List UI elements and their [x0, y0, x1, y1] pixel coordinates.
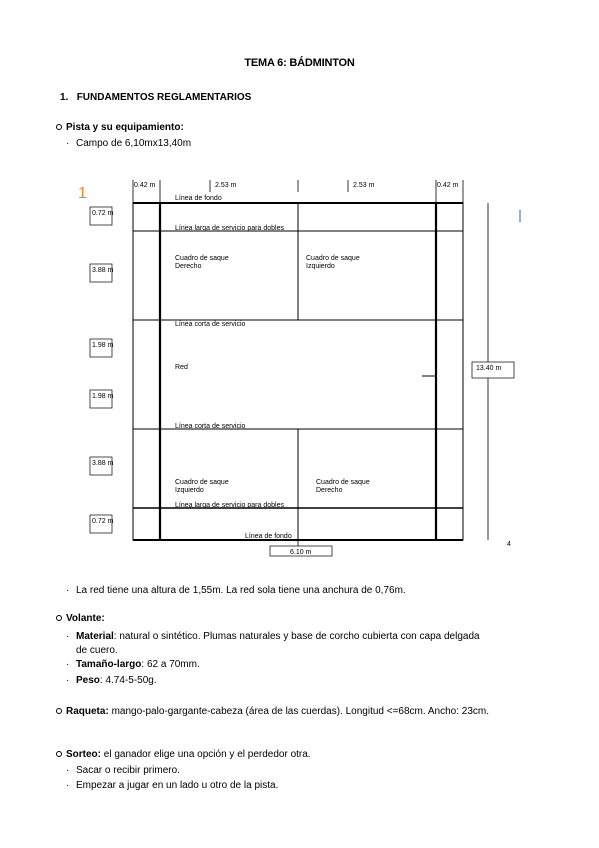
label-larga-top: Línea larga de servicio para dobles: [175, 225, 284, 232]
label-fondo-top: Línea de fondo: [175, 195, 222, 202]
section-title: FUNDAMENTOS REGLAMENTARIOS: [76, 92, 252, 103]
top-measure: 2.53 m: [215, 182, 237, 189]
page-mark: 1: [78, 185, 87, 202]
label-cuadro: Cuadro de saque: [175, 479, 229, 486]
label-cuadro: Derecho: [316, 487, 343, 494]
list-item: ·Campo de 6,10mx13,40m: [66, 138, 192, 149]
sorteo-text: el ganador elige una opción y el perdedo…: [101, 749, 311, 760]
list-item: ·Peso: 4.74-5-50g.: [66, 675, 157, 686]
section-heading: 1. FUNDAMENTOS REGLAMENTARIOS: [60, 92, 251, 103]
page-title: TEMA 6: BÁDMINTON: [244, 57, 355, 69]
section-number: 1.: [60, 92, 69, 103]
raqueta-text: mango-palo-gargante-cabeza (área de las …: [108, 706, 490, 717]
list-item: ·Material: natural o sintético. Plumas n…: [66, 631, 480, 656]
sorteo-heading: Sorteo:: [66, 749, 101, 760]
raqueta-row: Raqueta: mango-palo-gargante-cabeza (áre…: [56, 706, 489, 717]
list-item: ·Empezar a jugar en un lado u otro de la…: [66, 780, 279, 791]
pista-heading-row: Pista y su equipamiento:: [56, 122, 184, 133]
list-item: ·La red tiene una altura de 1,55m. La re…: [66, 585, 406, 596]
top-measure: 2.53 m: [353, 182, 375, 189]
sorteo-row: Sorteo: el ganador elige una opción y el…: [56, 749, 311, 760]
corner-number: 4: [507, 541, 511, 548]
label-cuadro: Izquierdo: [175, 487, 204, 494]
label-corta-bottom: Línea corta de servicio: [175, 423, 246, 430]
bullet-circle-icon: [56, 615, 62, 621]
pista-heading: Pista y su equipamiento:: [66, 122, 184, 133]
label-cuadro: Cuadro de saque: [306, 255, 360, 262]
label-cuadro: Derecho: [175, 263, 202, 270]
list-item: ·Sacar o recibir primero.: [66, 765, 180, 776]
raqueta-heading: Raqueta:: [66, 706, 109, 717]
top-measure: 0.42 m: [134, 182, 156, 189]
label-fondo-bottom: Línea de fondo: [245, 533, 292, 540]
label-cuadro: Cuadro de saque: [316, 479, 370, 486]
left-measure: 0.72 m: [92, 518, 114, 525]
right-measure: 13.40 m: [476, 365, 501, 372]
bullet-circle-icon: [56, 124, 62, 130]
left-measure: 1.98 m: [92, 393, 114, 400]
label-cuadro: Izquierdo: [306, 263, 335, 270]
top-measure: 0.42 m: [437, 182, 459, 189]
volante-heading: Volante:: [66, 613, 105, 624]
volante-heading-row: Volante:: [56, 613, 105, 624]
bullet-circle-icon: [56, 751, 62, 757]
label-corta-top: Línea corta de servicio: [175, 321, 246, 328]
bottom-measure: 6.10 m: [290, 549, 312, 556]
left-measure: 3.88 m: [92, 460, 114, 467]
left-measure: 3.88 m: [92, 267, 114, 274]
left-measure: 0.72 m: [92, 210, 114, 217]
left-measure: 1.98 m: [92, 342, 114, 349]
label-cuadro: Cuadro de saque: [175, 255, 229, 262]
bullet-circle-icon: [56, 708, 62, 714]
label-red: Red: [175, 364, 188, 371]
list-item: ·Tamaño-largo: 62 a 70mm.: [66, 659, 200, 670]
court-diagram: 1 0.42 m 2.53 m 2.53 m 0.42 m Línea de f…: [78, 180, 521, 557]
label-larga-bottom: Línea larga de servicio para dobles: [175, 502, 284, 509]
